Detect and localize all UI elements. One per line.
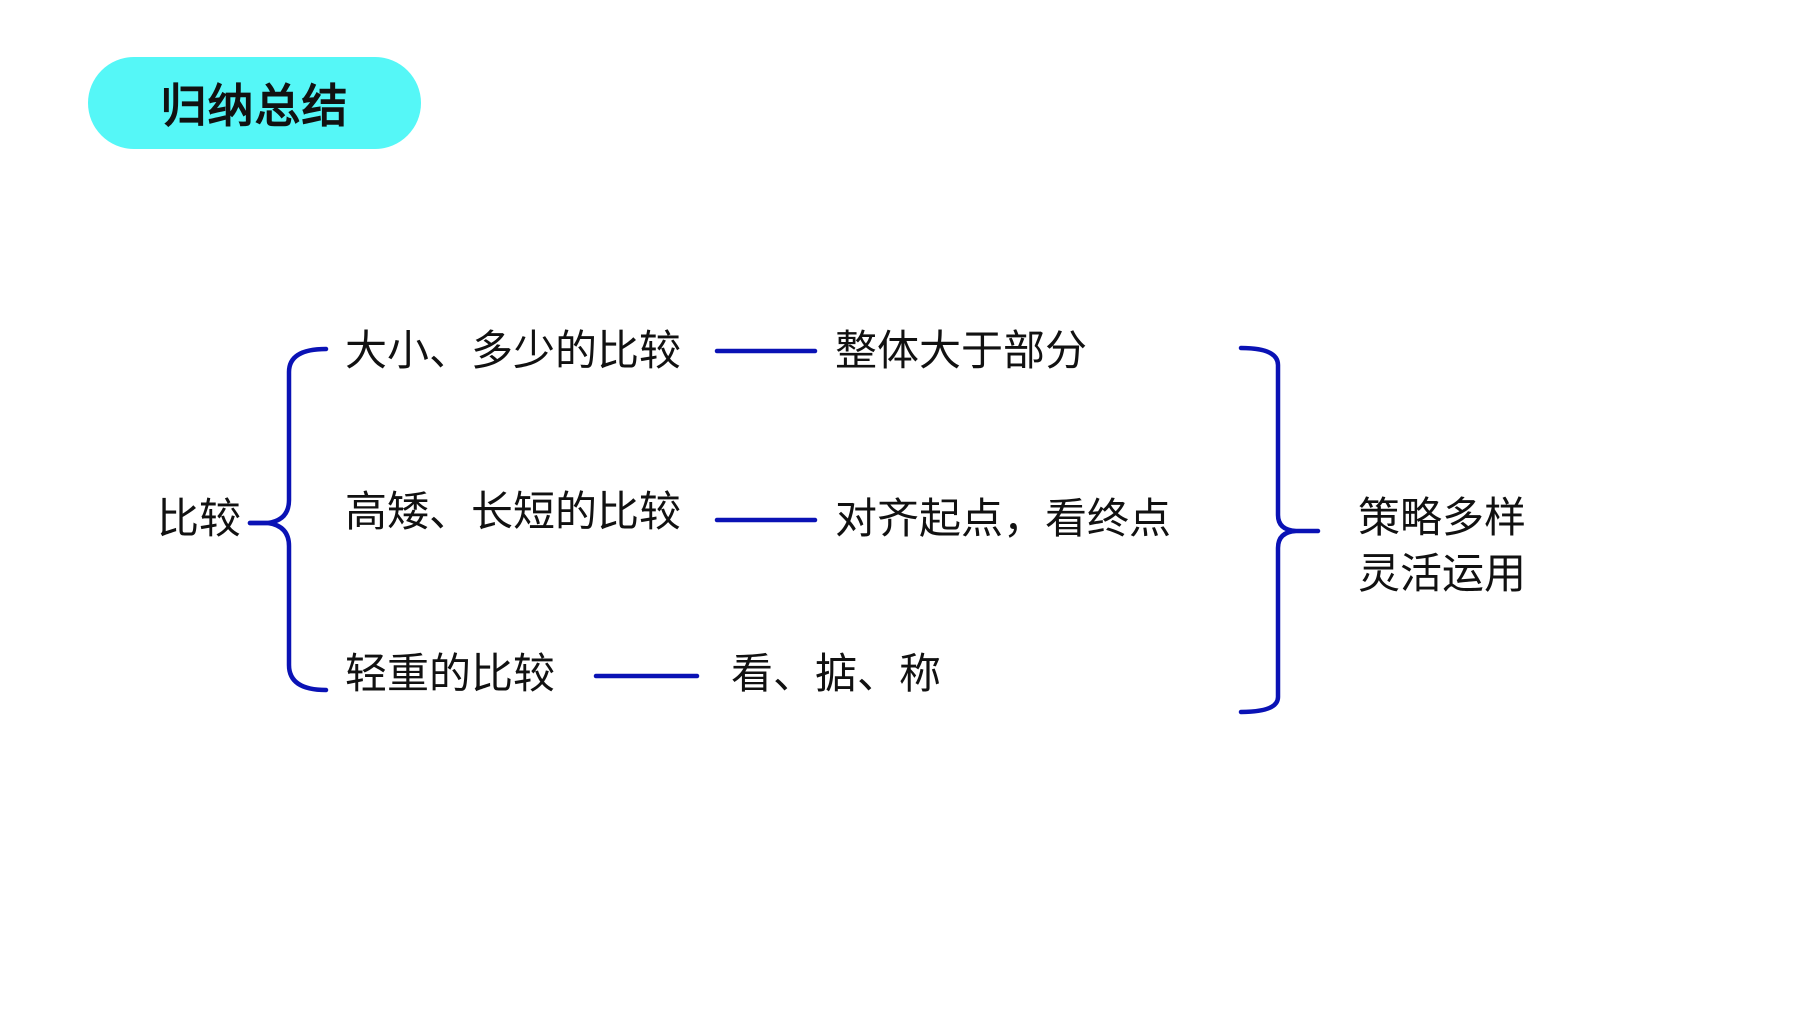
method-1: 整体大于部分 bbox=[835, 326, 1088, 375]
topic-3: 轻重的比较 bbox=[345, 649, 556, 698]
page-title: 归纳总结 bbox=[160, 79, 349, 133]
left-brace bbox=[247, 346, 329, 693]
summary-line-2: 灵活运用 bbox=[1358, 549, 1527, 598]
summary-block: 策略多样 灵活运用 bbox=[1358, 490, 1526, 602]
topic-2: 高矮、长短的比较 bbox=[345, 487, 682, 536]
root-node: 比较 bbox=[157, 494, 242, 543]
title-badge: 归纳总结 bbox=[88, 57, 421, 149]
method-3: 看、掂、称 bbox=[731, 649, 942, 698]
right-bracket bbox=[1238, 345, 1321, 715]
topic-1: 大小、多少的比较 bbox=[345, 326, 682, 375]
summary-line-1: 策略多样 bbox=[1358, 493, 1527, 542]
method-2: 对齐起点，看终点 bbox=[835, 494, 1172, 543]
